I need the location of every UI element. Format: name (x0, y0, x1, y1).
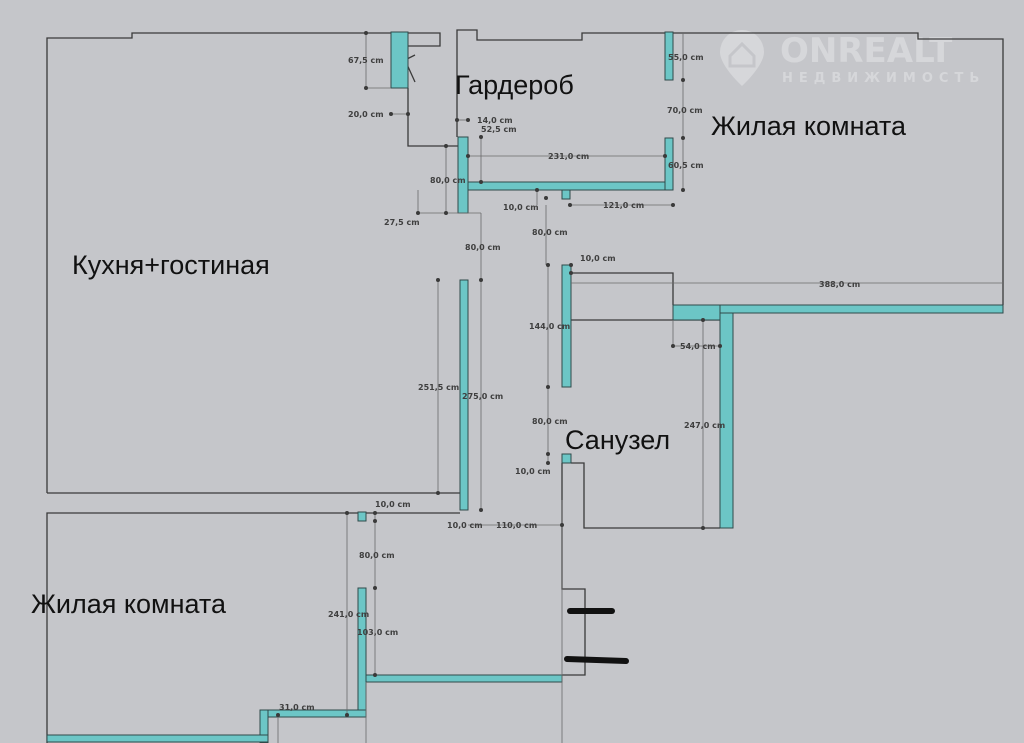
room-label-bathroom: Санузел (565, 425, 670, 455)
dimension-label: 80,0 cm (532, 228, 568, 237)
dimension-label: 54,0 cm (680, 342, 716, 351)
dimension-label: 80,0 cm (465, 243, 501, 252)
dimension-label: 70,0 cm (667, 106, 703, 115)
dimension-label: 80,0 cm (359, 551, 395, 560)
dimension-label: 144,0 cm (529, 322, 570, 331)
room-label-living-room-bottom: Жилая комната (31, 589, 227, 619)
onrealt-watermark-logo: ONREALT НЕДВИЖИМОСТЬ (720, 30, 985, 86)
dimension-label: 10,0 cm (515, 467, 551, 476)
dimension-label: 103,0 cm (357, 628, 398, 637)
dimension-label: 52,5 cm (481, 125, 517, 134)
dimension-label: 31,0 cm (279, 703, 315, 712)
dimension-label: 388,0 cm (819, 280, 860, 289)
dimension-label: 55,0 cm (668, 53, 704, 62)
room-label-kitchen-living: Кухня+гостиная (72, 250, 270, 280)
watermark-subtitle: НЕДВИЖИМОСТЬ (782, 71, 985, 86)
dimension-label: 80,0 cm (532, 417, 568, 426)
dimension-points (276, 31, 722, 717)
hand-drawn-marks (564, 608, 629, 664)
dimension-label: 10,0 cm (580, 254, 616, 263)
dimension-label: 247,0 cm (684, 421, 725, 430)
dimension-label: 80,0 cm (430, 176, 466, 185)
dimension-label: 10,0 cm (447, 521, 483, 530)
dimension-label: 60,5 cm (668, 161, 704, 170)
room-label-wardrobe: Гардероб (455, 70, 574, 100)
room-label-living-room-top: Жилая комната (711, 111, 907, 141)
dimension-label: 67,5 cm (348, 56, 384, 65)
dimension-label: 241,0 cm (328, 610, 369, 619)
dimension-label: 231,0 cm (548, 152, 589, 161)
dimension-label: 275,0 cm (462, 392, 503, 401)
dimension-label: 27,5 cm (384, 218, 420, 227)
dimension-label: 10,0 cm (503, 203, 539, 212)
dimension-lines (277, 33, 1003, 743)
dimension-label: 251,5 cm (418, 383, 459, 392)
walls (46, 29, 1004, 743)
dimension-labels: 67,5 cm 20,0 cm 14,0 cm 52,5 cm 231,0 cm… (279, 53, 860, 712)
dimension-label: 14,0 cm (477, 116, 513, 125)
load-bearing-walls (46, 31, 1004, 743)
dimension-label: 121,0 cm (603, 201, 644, 210)
watermark-brand: ONREALT (780, 31, 953, 71)
dimension-label: 10,0 cm (375, 500, 411, 509)
dimension-label: 20,0 cm (348, 110, 384, 119)
dimension-label: 110,0 cm (496, 521, 537, 530)
